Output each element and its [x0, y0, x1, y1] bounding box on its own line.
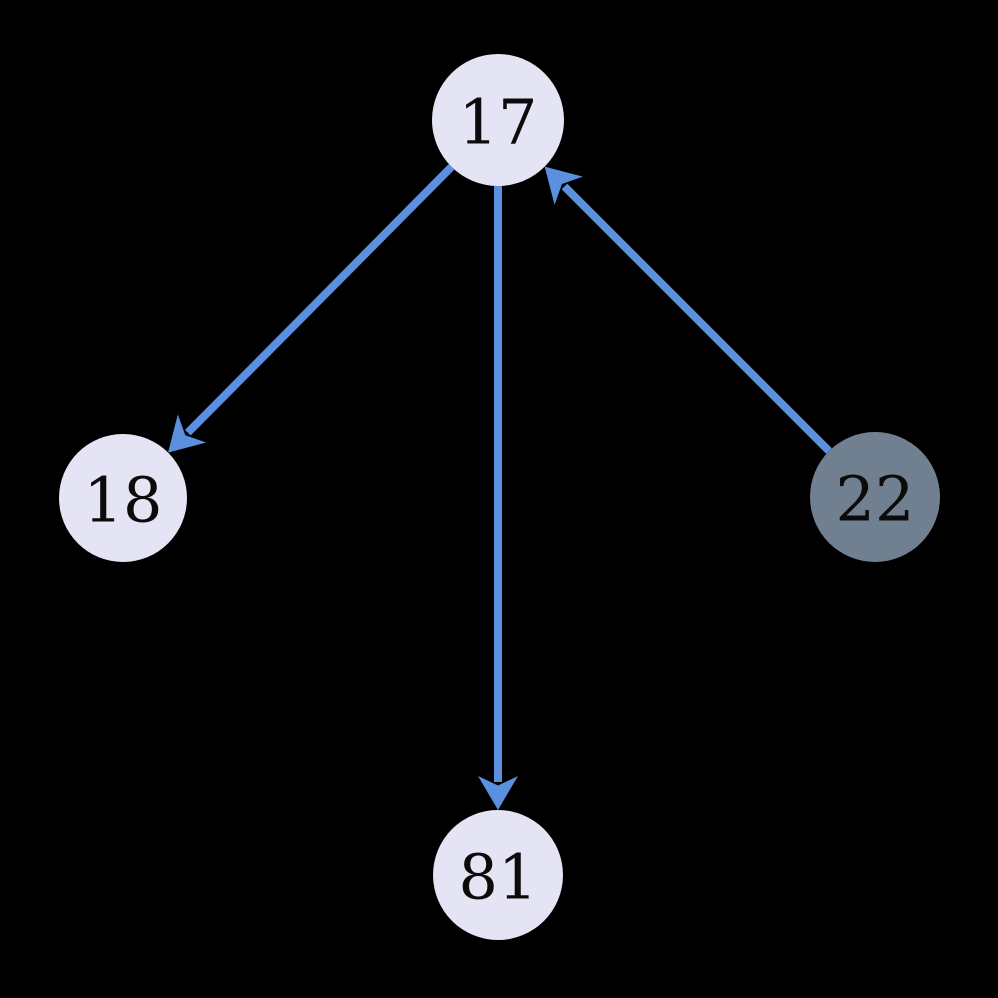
edge-arrowhead: [478, 776, 518, 810]
graph-edge[interactable]: [561, 183, 832, 454]
graph-node[interactable]: 81: [433, 810, 563, 940]
graph-edge[interactable]: [184, 164, 455, 436]
graph-node[interactable]: 22: [810, 432, 940, 562]
graph-node[interactable]: 17: [432, 54, 564, 186]
edge-arrowhead: [168, 414, 207, 453]
arrowhead-layer: [168, 166, 583, 810]
node-circle-highlighted[interactable]: [810, 432, 940, 562]
graph-node[interactable]: 18: [59, 434, 187, 562]
node-circle[interactable]: [59, 434, 187, 562]
edge-layer: [184, 164, 832, 782]
node-circle[interactable]: [433, 810, 563, 940]
edge-arrowhead: [544, 166, 583, 205]
node-circle[interactable]: [432, 54, 564, 186]
